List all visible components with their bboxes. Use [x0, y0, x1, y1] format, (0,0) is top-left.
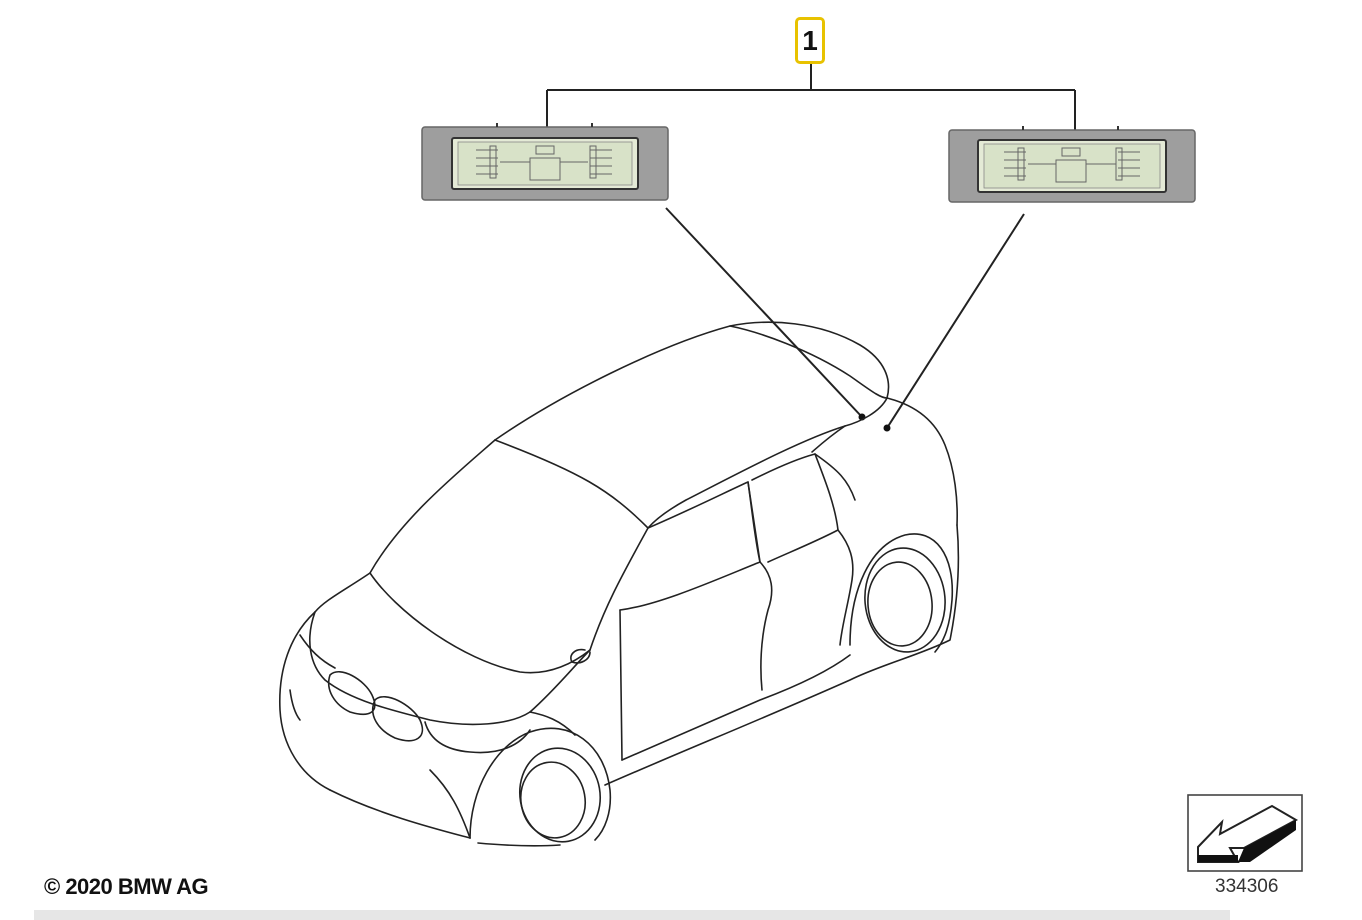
leader-lines	[665, 207, 1025, 429]
diagram-number: 334306	[1215, 876, 1279, 897]
mount-point-right	[883, 424, 891, 432]
car-outline	[279, 321, 960, 847]
license-plate-light-left[interactable]	[421, 123, 669, 201]
view-direction-arrow-icon	[1187, 794, 1303, 872]
license-plate-light-right[interactable]	[948, 126, 1196, 203]
copyright-text: © 2020 BMW AG	[44, 874, 209, 899]
callout-bracket	[546, 64, 1076, 130]
footer-bar	[34, 910, 1230, 920]
callout-number-1[interactable]: 1	[795, 17, 825, 64]
